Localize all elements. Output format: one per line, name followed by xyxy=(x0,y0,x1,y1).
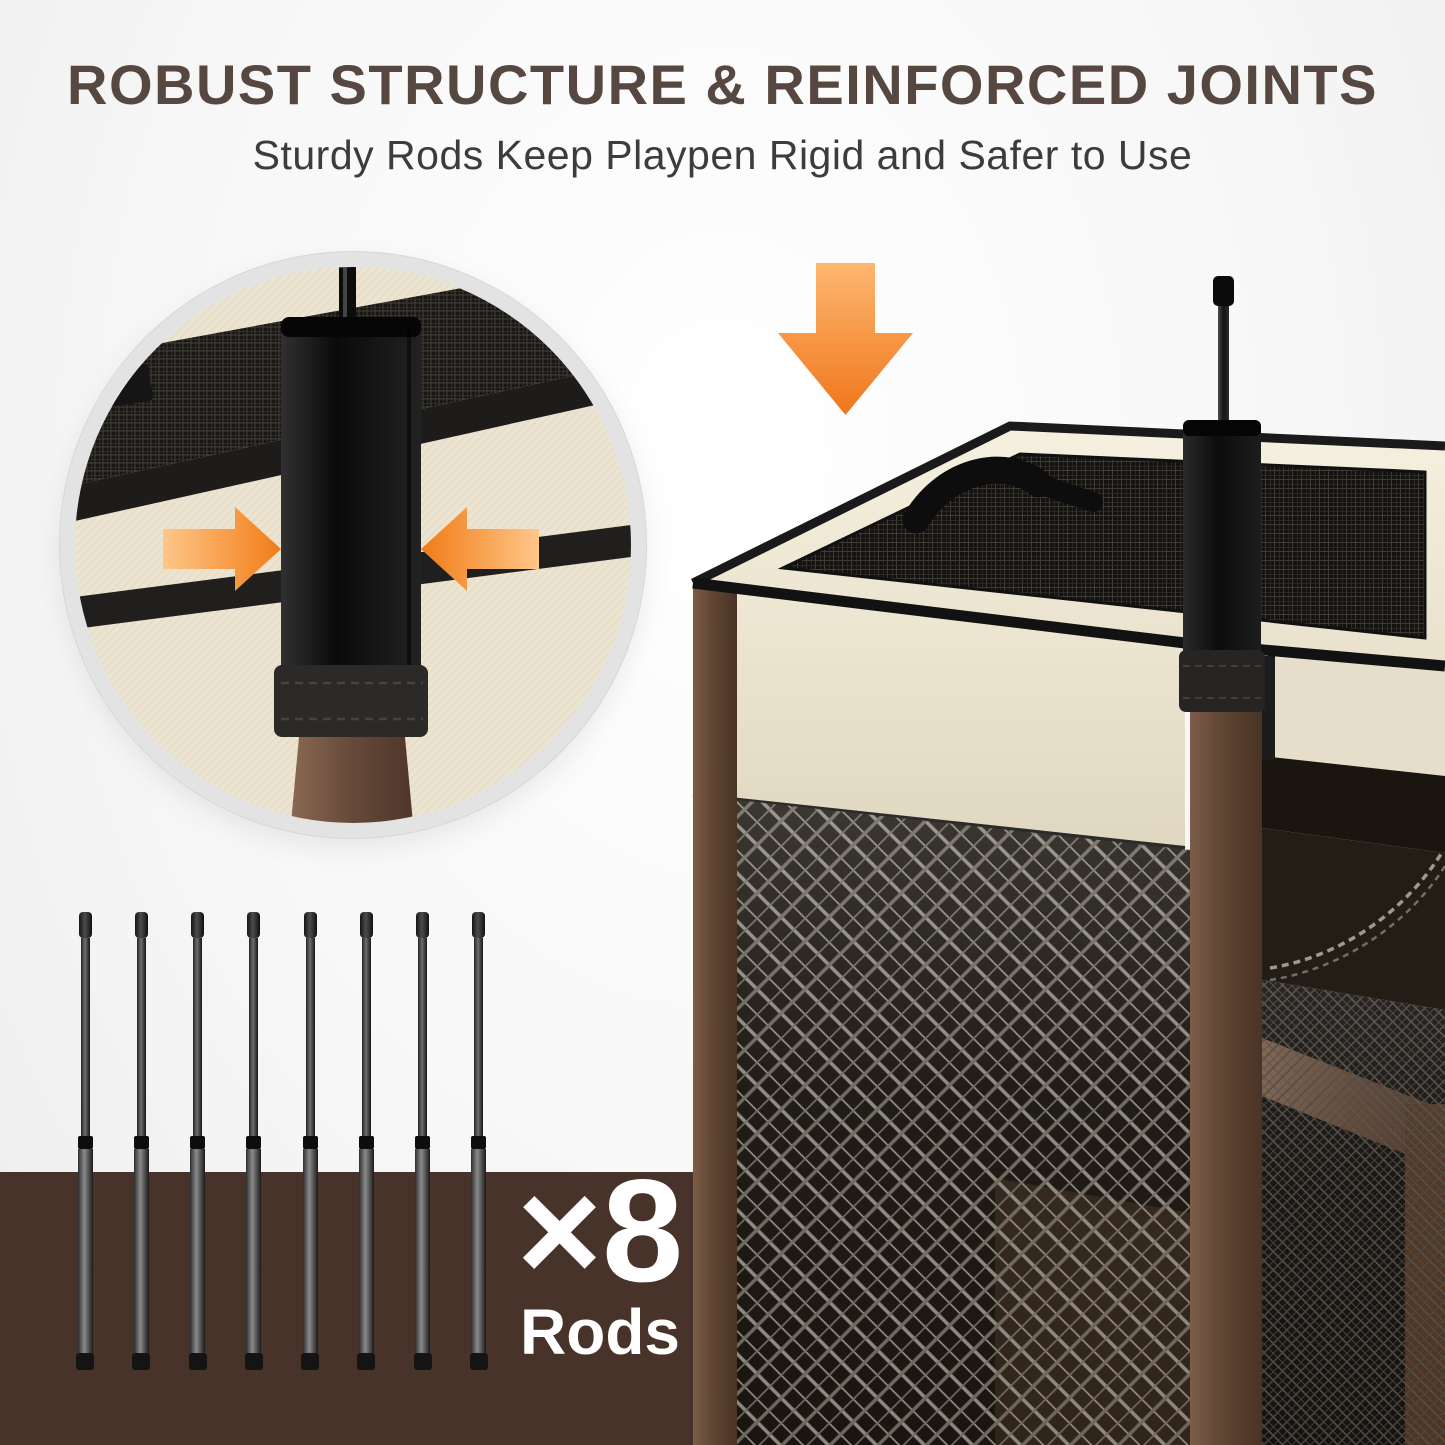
rod-foot-cap xyxy=(188,1353,207,1370)
left-corner-post xyxy=(693,583,737,1445)
velcro-band xyxy=(274,665,428,737)
rod-lower-shaft xyxy=(190,1149,206,1353)
rod-top-cap xyxy=(303,912,317,938)
rod-top-cap xyxy=(247,912,261,938)
rolled-door-flap xyxy=(1262,756,1445,853)
rod-foot-cap xyxy=(357,1353,376,1370)
playpen-right-face xyxy=(1262,656,1445,1445)
support-rod xyxy=(1213,276,1234,437)
top-trim-binding xyxy=(691,421,1445,588)
rod-top-cap xyxy=(134,912,148,938)
page-subtitle: Sturdy Rods Keep Playpen Rigid and Safer… xyxy=(252,132,1193,178)
rod-collar xyxy=(133,1136,149,1149)
telescopic-rod xyxy=(357,912,376,1370)
joint-detail-inset xyxy=(60,252,646,838)
rod-top-cap xyxy=(416,912,430,938)
rod-lower-shaft xyxy=(358,1149,374,1353)
rod-top-cap xyxy=(191,912,205,938)
velcro-band xyxy=(1179,650,1265,712)
rod-foot-cap xyxy=(244,1353,263,1370)
rod-collar xyxy=(246,1136,262,1149)
joint-detail-scene xyxy=(75,267,631,823)
rod-collar xyxy=(358,1136,374,1149)
rod-foot-cap xyxy=(132,1353,151,1370)
rod-collar xyxy=(190,1136,206,1149)
playpen-product-photo xyxy=(691,276,1445,1445)
rod-top-cap xyxy=(78,912,92,938)
rod-lower-shaft xyxy=(77,1149,93,1353)
front-fabric-band xyxy=(693,583,1185,848)
telescopic-rod xyxy=(469,912,488,1370)
rod-lower-shaft xyxy=(302,1149,318,1353)
rod-lower-shaft xyxy=(133,1149,149,1353)
telescopic-rod xyxy=(188,912,207,1370)
rod-collar xyxy=(302,1136,318,1149)
rod-foot-cap xyxy=(469,1353,488,1370)
rods-group xyxy=(76,912,488,1372)
rod-upper-shaft xyxy=(80,938,90,1136)
rod-top-cap xyxy=(472,912,486,938)
rod-foot-cap xyxy=(301,1353,320,1370)
velcro-rod-sleeve xyxy=(1179,420,1265,712)
rod-lower-shaft xyxy=(246,1149,262,1353)
rod-top-cap xyxy=(359,912,373,938)
zipper-line xyxy=(1269,853,1443,970)
rod-collar xyxy=(415,1136,431,1149)
telescopic-rod xyxy=(244,912,263,1370)
rod-upper-shaft xyxy=(474,938,484,1136)
rod-collar xyxy=(471,1136,487,1149)
rod-upper-shaft xyxy=(418,938,428,1136)
rod-upper-shaft xyxy=(136,938,146,1136)
front-mesh-panel xyxy=(737,800,1190,1445)
telescopic-rod xyxy=(76,912,94,1370)
rod-collar xyxy=(77,1136,93,1149)
rod-lower-shaft xyxy=(415,1149,431,1353)
rod-upper-shaft xyxy=(193,938,203,1136)
rod-upper-shaft xyxy=(249,938,259,1136)
velcro-sleeve-closeup xyxy=(274,317,428,737)
fabric-pole-closeup xyxy=(291,737,413,823)
left-arrow-icon xyxy=(421,507,539,591)
rod-foot-cap xyxy=(413,1353,432,1370)
front-corner-post xyxy=(1190,688,1262,1445)
telescopic-rod xyxy=(301,912,320,1370)
rod-upper-shaft xyxy=(305,938,315,1136)
rod-lower-shaft xyxy=(471,1149,487,1353)
rod-upper-shaft xyxy=(361,938,371,1136)
page-title: ROBUST STRUCTURE & REINFORCED JOINTS xyxy=(67,53,1378,116)
telescopic-rod xyxy=(132,912,151,1370)
rod-count-label: ×8 xyxy=(516,1149,684,1312)
rod-unit-label: Rods xyxy=(520,1296,680,1368)
top-handle-strap xyxy=(902,456,1053,534)
down-arrow-icon xyxy=(778,263,913,415)
telescopic-rod xyxy=(413,912,432,1370)
playpen-front-face xyxy=(692,583,1190,1445)
rod-foot-cap xyxy=(76,1353,94,1370)
right-arrow-icon xyxy=(163,507,281,591)
